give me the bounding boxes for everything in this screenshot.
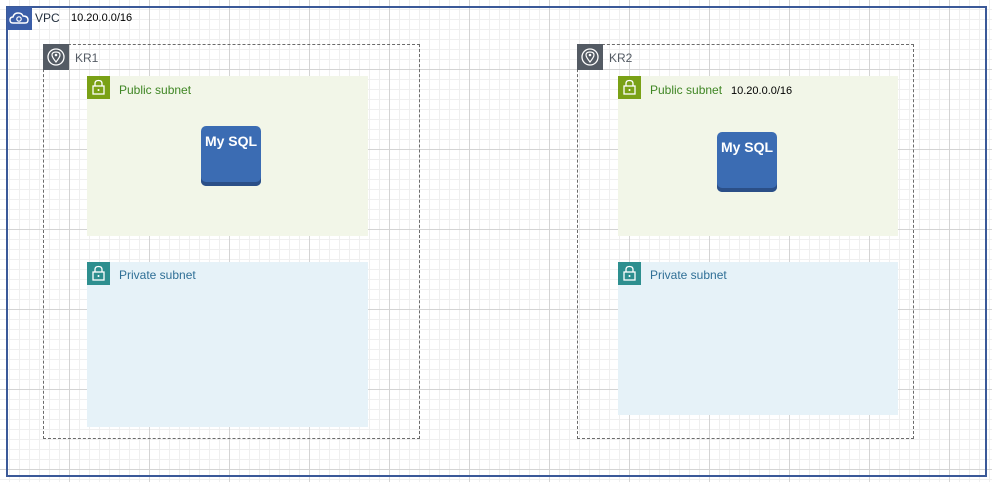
region-kr1[interactable]: [43, 44, 420, 439]
vpc-cidr: 10.20.0.0/16: [71, 12, 133, 24]
vpc-label: VPC: [35, 11, 60, 25]
lock-icon: [87, 262, 110, 285]
public-subnet-label-kr1: Public subnet: [119, 83, 192, 97]
private-subnet-label-kr2: Private subnet: [650, 268, 727, 282]
region-label-kr1: KR1: [75, 51, 99, 65]
lock-icon: [618, 262, 641, 285]
public-subnet-label-kr2: Public subnet: [650, 83, 723, 97]
mysql-database-kr2[interactable]: My SQL: [717, 132, 777, 192]
region-label-kr2: KR2: [609, 51, 633, 65]
cloud-icon: [7, 7, 32, 30]
location-pin-icon: [577, 44, 603, 70]
private-subnet-label-kr1: Private subnet: [119, 268, 196, 282]
vpc-container[interactable]: [6, 6, 987, 477]
region-kr2[interactable]: [577, 44, 914, 439]
private-subnet-kr2[interactable]: [618, 262, 898, 415]
location-pin-icon: [43, 44, 69, 70]
public-subnet-cidr-kr2: 10.20.0.0/16: [731, 85, 793, 97]
lock-icon: [87, 76, 110, 99]
private-subnet-kr1[interactable]: [87, 262, 368, 427]
lock-icon: [618, 76, 641, 99]
mysql-database-kr1[interactable]: My SQL: [201, 126, 261, 186]
